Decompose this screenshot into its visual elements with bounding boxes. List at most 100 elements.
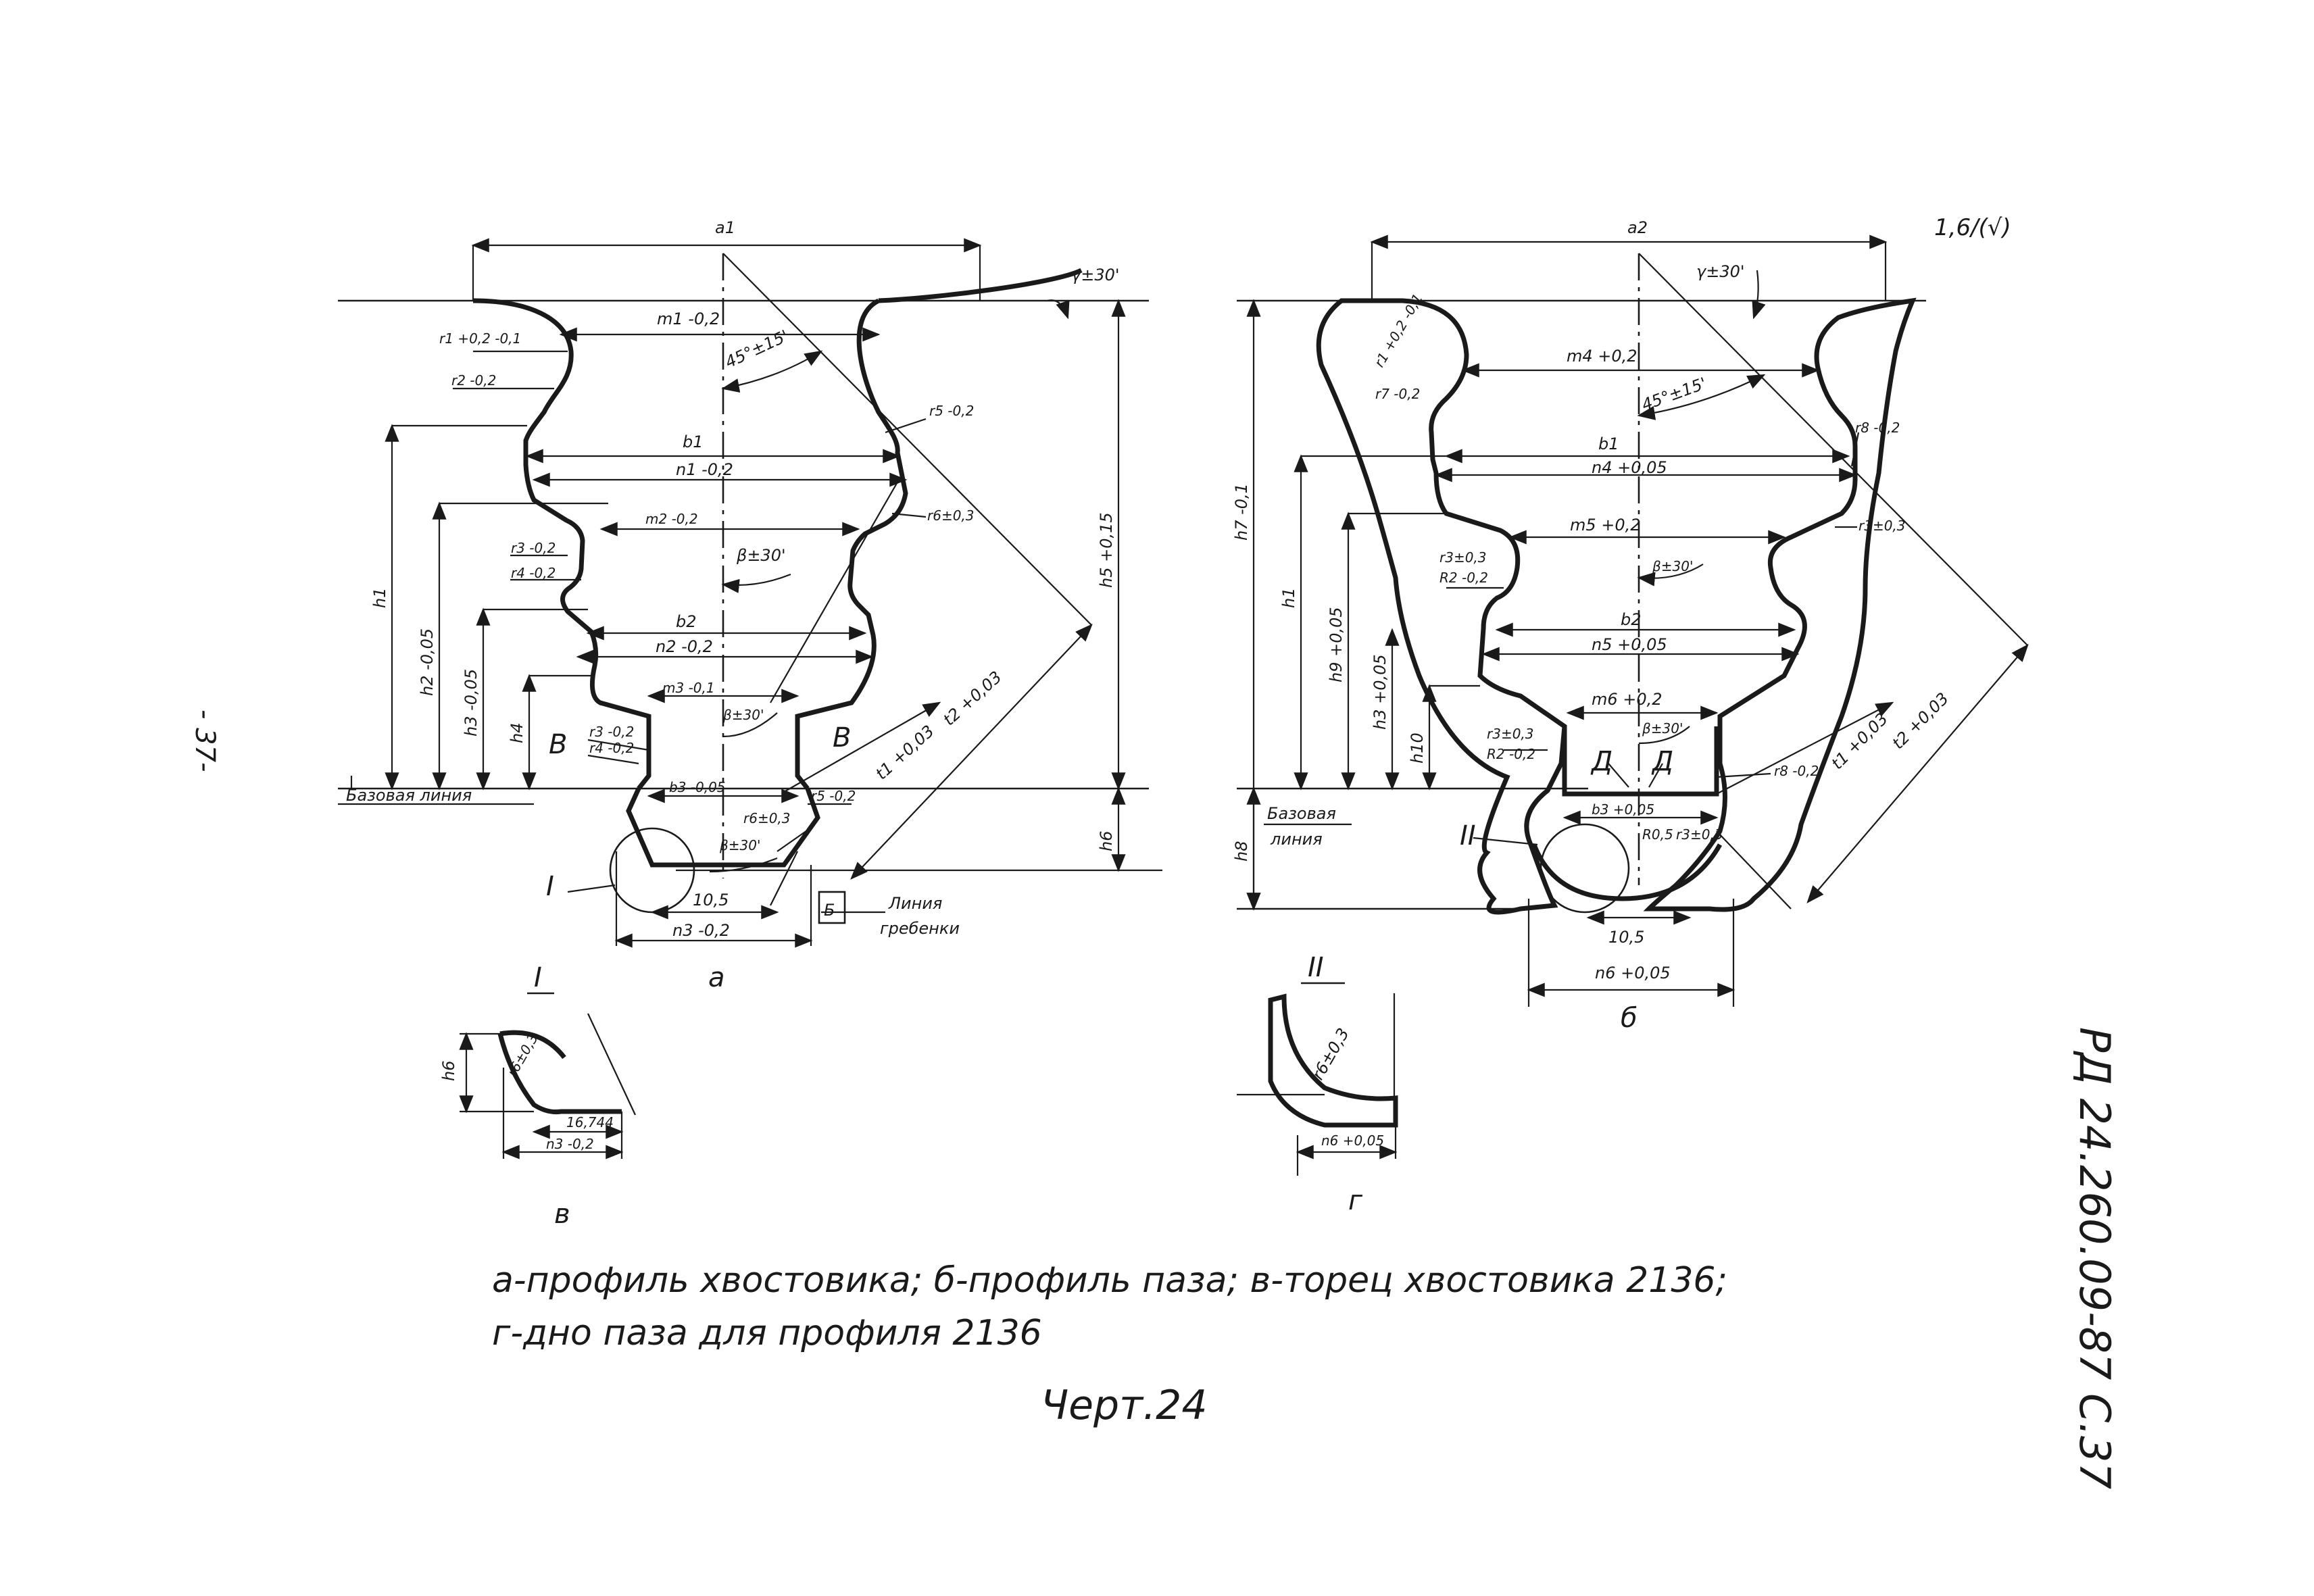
b-dim-h3: h3 +0,05 bbox=[1371, 654, 1389, 730]
slot-right-wall bbox=[1643, 297, 1917, 912]
b-dim-h9: h9 +0,05 bbox=[1327, 607, 1346, 682]
a-dim-r5-top: r5 -0,2 bbox=[929, 403, 974, 419]
a-dim-n2: n2 -0,2 bbox=[656, 637, 713, 656]
b-dim-h1: h1 bbox=[1279, 588, 1298, 608]
b-dim-b3: b3 +0,05 bbox=[1592, 801, 1654, 818]
b-dim-r3-mid: r3±0,3 bbox=[1439, 549, 1487, 566]
b-dim-r7: r7 -0,2 bbox=[1375, 386, 1420, 402]
view-g-slot-bottom: II r6±0,3 n6 +0,05 г bbox=[1237, 952, 1398, 1216]
doc-code: РД 24.260.09-87 С.37 bbox=[2070, 1027, 2119, 1489]
b-dim-r8-low: r8 -0,2 bbox=[1774, 763, 1819, 779]
view-v-shank-end: I h6 r6±0,3 16,744 n3 -0,2 в bbox=[439, 962, 636, 1230]
g-dim-r6: r6±0,3 bbox=[1308, 1025, 1353, 1083]
a-dim-r3-low: r3 -0,2 bbox=[589, 724, 634, 740]
a-dim-r3-top: r3 -0,2 bbox=[511, 540, 556, 556]
a-dim-n1: n1 -0,2 bbox=[676, 460, 733, 479]
b-dim-10-5: 10,5 bbox=[1608, 928, 1644, 947]
view-v-letter: в bbox=[554, 1199, 570, 1230]
v-dim-h6: h6 bbox=[439, 1061, 458, 1081]
a-dim-h2: h2 -0,05 bbox=[418, 628, 437, 696]
g-dim-n6: n6 +0,05 bbox=[1321, 1132, 1384, 1149]
a-dim-h5: h5 +0,15 bbox=[1097, 512, 1116, 588]
a-dim-a1: a1 bbox=[715, 218, 735, 237]
b-dim-r8-top: r8 -0,2 bbox=[1855, 420, 1900, 436]
detail-I-label: I bbox=[534, 962, 542, 993]
slot-bottom-section bbox=[1268, 993, 1398, 1128]
a-dim-gamma: γ±30' bbox=[1071, 266, 1119, 284]
a-dim-r4-top: r4 -0,2 bbox=[511, 565, 556, 581]
b-dim-m6: m6 +0,2 bbox=[1592, 690, 1663, 709]
b-section-d-left: Д bbox=[1590, 746, 1613, 777]
b-dim-beta-mid: β±30' bbox=[1652, 558, 1693, 574]
view-b-slot-profile: a2 γ±30' m4 +0,2 45°±15' r1 +0,2 -0,1 r7… bbox=[1232, 218, 2029, 1034]
view-a-letter: а bbox=[708, 962, 725, 993]
b-dim-r3-right: r3±0,3 bbox=[1858, 518, 1906, 534]
a-dim-m1: m1 -0,2 bbox=[657, 309, 720, 328]
a-dim-beta-mid: β±30' bbox=[736, 546, 786, 565]
v-dim-16-744: 16,744 bbox=[566, 1114, 614, 1130]
b-dim-R05: R0,5 bbox=[1642, 826, 1673, 843]
a-section-v-right: В bbox=[833, 722, 851, 753]
b-base-line-1: Базовая bbox=[1267, 804, 1336, 823]
b-dim-b1: b1 bbox=[1598, 434, 1619, 453]
b-section-d-right: Д bbox=[1651, 746, 1673, 777]
b-dim-m5: m5 +0,2 bbox=[1570, 516, 1641, 534]
a-section-v-left: В bbox=[549, 729, 567, 760]
v-dim-n3: n3 -0,2 bbox=[546, 1136, 594, 1152]
v-dim-r6: r6±0,3 bbox=[504, 1030, 542, 1079]
a-dim-b2: b2 bbox=[676, 612, 697, 631]
b-dim-h10: h10 bbox=[1408, 732, 1427, 764]
a-dim-h1: h1 bbox=[370, 588, 389, 608]
b-base-line-2: линия bbox=[1270, 830, 1323, 849]
a-dim-r2: r2 -0,2 bbox=[451, 372, 496, 389]
caption-line-1: а-профиль хвостовика; б-профиль паза; в-… bbox=[492, 1260, 1727, 1301]
a-dim-t1: t1 +0,03 bbox=[872, 722, 937, 784]
b-dim-n5: n5 +0,05 bbox=[1592, 635, 1667, 654]
a-detail-ref-I: I bbox=[546, 871, 554, 902]
a-dim-beta-low: β±30' bbox=[722, 707, 764, 723]
a-dim-r5-low: r5 -0,2 bbox=[811, 788, 856, 804]
caption-line-2: г-дно паза для профиля 2136 bbox=[492, 1313, 1042, 1353]
a-dim-r4-low: r4 -0,2 bbox=[589, 740, 634, 756]
view-b-letter: б bbox=[1621, 1003, 1638, 1034]
a-b-box: Б bbox=[824, 901, 835, 920]
b-dim-n4: n4 +0,05 bbox=[1592, 458, 1667, 477]
b-dim-r3-bot: r3±0,3 bbox=[1676, 826, 1723, 843]
a-dim-n3: n3 -0,2 bbox=[672, 921, 730, 940]
b-detail-ref-II: II bbox=[1460, 820, 1476, 851]
a-base-line-label: Базовая линия bbox=[346, 786, 472, 805]
b-dim-R2-mid: R2 -0,2 bbox=[1439, 570, 1488, 586]
b-dim-gamma: γ±30' bbox=[1696, 262, 1744, 281]
b-dim-a2: a2 bbox=[1627, 218, 1648, 237]
b-dim-b2: b2 bbox=[1621, 610, 1642, 629]
a-dim-m2: m2 -0,2 bbox=[645, 511, 698, 527]
slot-left-wall bbox=[1316, 298, 1567, 915]
view-a-shank-profile: a1 m1 -0,2 r1 +0,2 -0,1 r2 -0,2 45°±15' … bbox=[338, 218, 1162, 993]
a-dim-h3: h3 -0,05 bbox=[462, 669, 481, 737]
a-dim-b1: b1 bbox=[683, 432, 704, 451]
a-dim-r6-top: r6±0,3 bbox=[927, 507, 975, 524]
b-dim-R2-low: R2 -0,2 bbox=[1487, 746, 1535, 762]
a-dim-10-5: 10,5 bbox=[693, 891, 729, 909]
b-dim-n6: n6 +0,05 bbox=[1595, 964, 1671, 982]
a-dim-t2: t2 +0,03 bbox=[939, 668, 1005, 730]
a-comb-line-2: гребенки bbox=[880, 919, 960, 938]
a-dim-beta-bot: β±30' bbox=[719, 837, 760, 853]
b-dim-t1: t1 +0,03 bbox=[1827, 709, 1892, 774]
a-dim-m3: m3 -0,1 bbox=[662, 680, 715, 696]
b-dim-h7: h7 -0,1 bbox=[1232, 483, 1251, 541]
a-dim-h4: h4 bbox=[508, 723, 526, 743]
roughness-mark: 1,6/(√) bbox=[1934, 214, 2011, 241]
a-dim-b3: b3 -0,05 bbox=[669, 779, 726, 795]
b-dim-beta-low: β±30' bbox=[1642, 720, 1683, 737]
a-comb-line-1: Линия bbox=[888, 894, 942, 913]
a-dim-45: 45°±15' bbox=[722, 326, 791, 372]
page-number: - 37- bbox=[189, 709, 220, 772]
a-dim-h6: h6 bbox=[1097, 831, 1116, 851]
b-dim-r3-low: r3±0,3 bbox=[1487, 726, 1534, 742]
a-dim-r1: r1 +0,2 -0,1 bbox=[439, 330, 521, 347]
drawing-number: Черт.24 bbox=[1041, 1382, 1208, 1429]
detail-II-label: II bbox=[1308, 952, 1324, 983]
a-dim-r6-low: r6±0,3 bbox=[743, 810, 791, 826]
